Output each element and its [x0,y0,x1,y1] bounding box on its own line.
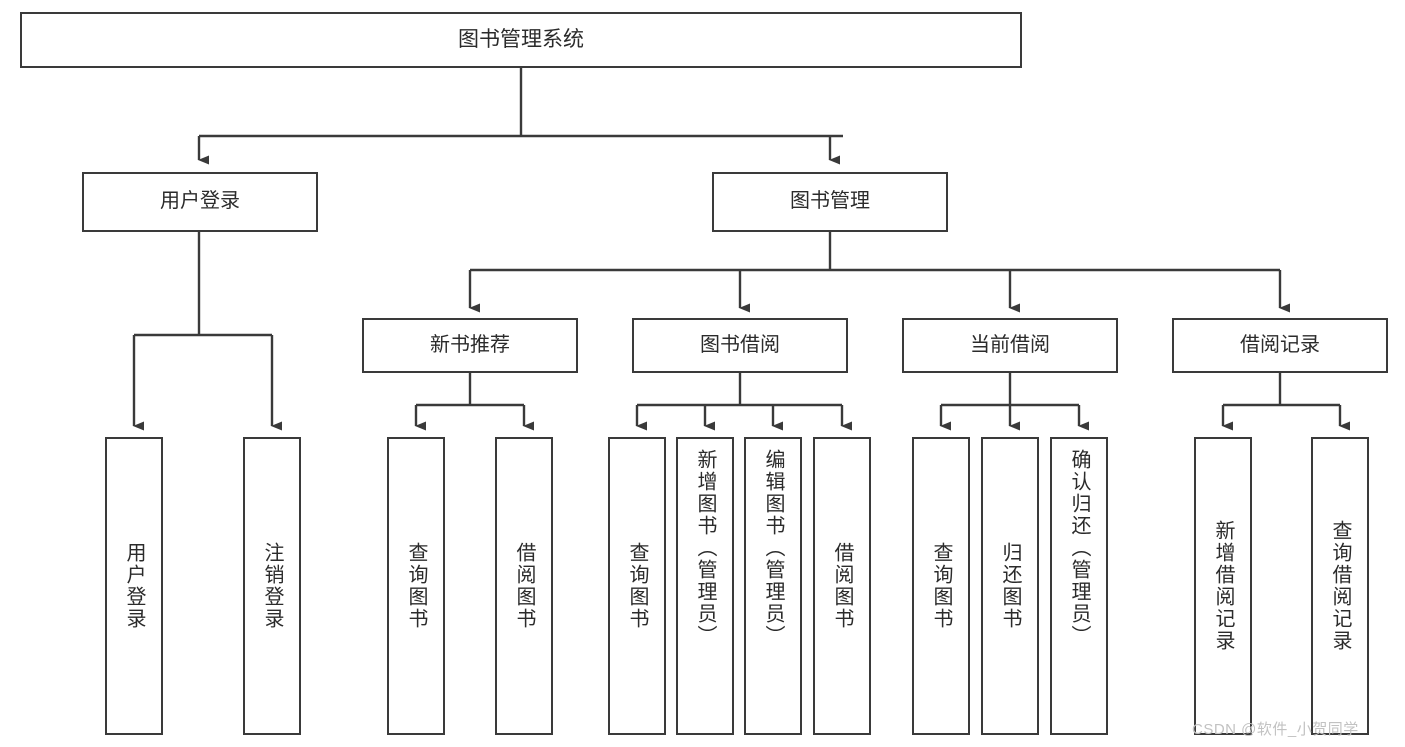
watermark-text: CSDN @软件_小贺同学 [1192,721,1359,738]
node-label: 图书借阅 [700,333,780,356]
node-borrow-record[interactable]: 借阅记录 [1172,318,1388,373]
node-label: 图书管理 [790,190,870,213]
node-label: 新增借阅记录 [1212,520,1234,652]
leaf-book-borrow-add[interactable]: 新增图书（管理员） [676,437,734,735]
node-label: 查询借阅记录 [1329,520,1351,652]
node-label: 借阅记录 [1240,333,1320,356]
node-new-book-recommend[interactable]: 新书推荐 [362,318,578,373]
node-label: 确认归还（管理员） [1068,449,1090,647]
node-current-borrow[interactable]: 当前借阅 [902,318,1118,373]
leaf-current-borrow-return[interactable]: 归还图书 [981,437,1039,735]
leaf-borrow-record-query[interactable]: 查询借阅记录 [1311,437,1369,735]
node-root-system[interactable]: 图书管理系统 [20,12,1022,68]
node-label: 归还图书 [999,542,1021,630]
node-label: 查询图书 [405,542,427,630]
node-label: 用户登录 [160,190,240,213]
node-label: 查询图书 [930,542,952,630]
node-book-borrow[interactable]: 图书借阅 [632,318,848,373]
node-label: 编辑图书（管理员） [762,449,784,647]
node-label: 新书推荐 [430,333,510,356]
leaf-book-borrow-edit[interactable]: 编辑图书（管理员） [744,437,802,735]
node-user-login[interactable]: 用户登录 [82,172,318,232]
leaf-new-book-borrow[interactable]: 借阅图书 [495,437,553,735]
node-label: 当前借阅 [970,333,1050,356]
node-label: 新增图书（管理员） [694,449,716,647]
node-label: 查询图书 [626,542,648,630]
leaf-current-borrow-query[interactable]: 查询图书 [912,437,970,735]
leaf-user-login-signin[interactable]: 用户登录 [105,437,163,735]
leaf-book-borrow-lend[interactable]: 借阅图书 [813,437,871,735]
leaf-borrow-record-add[interactable]: 新增借阅记录 [1194,437,1252,735]
leaf-book-borrow-query[interactable]: 查询图书 [608,437,666,735]
leaf-current-borrow-confirm-return[interactable]: 确认归还（管理员） [1050,437,1108,735]
node-label: 注销登录 [261,542,283,630]
node-label: 图书管理系统 [458,27,584,51]
leaf-new-book-query[interactable]: 查询图书 [387,437,445,735]
leaf-user-login-signout[interactable]: 注销登录 [243,437,301,735]
node-label: 借阅图书 [831,542,853,630]
node-book-management[interactable]: 图书管理 [712,172,948,232]
node-label: 用户登录 [123,542,145,630]
node-label: 借阅图书 [513,542,535,630]
